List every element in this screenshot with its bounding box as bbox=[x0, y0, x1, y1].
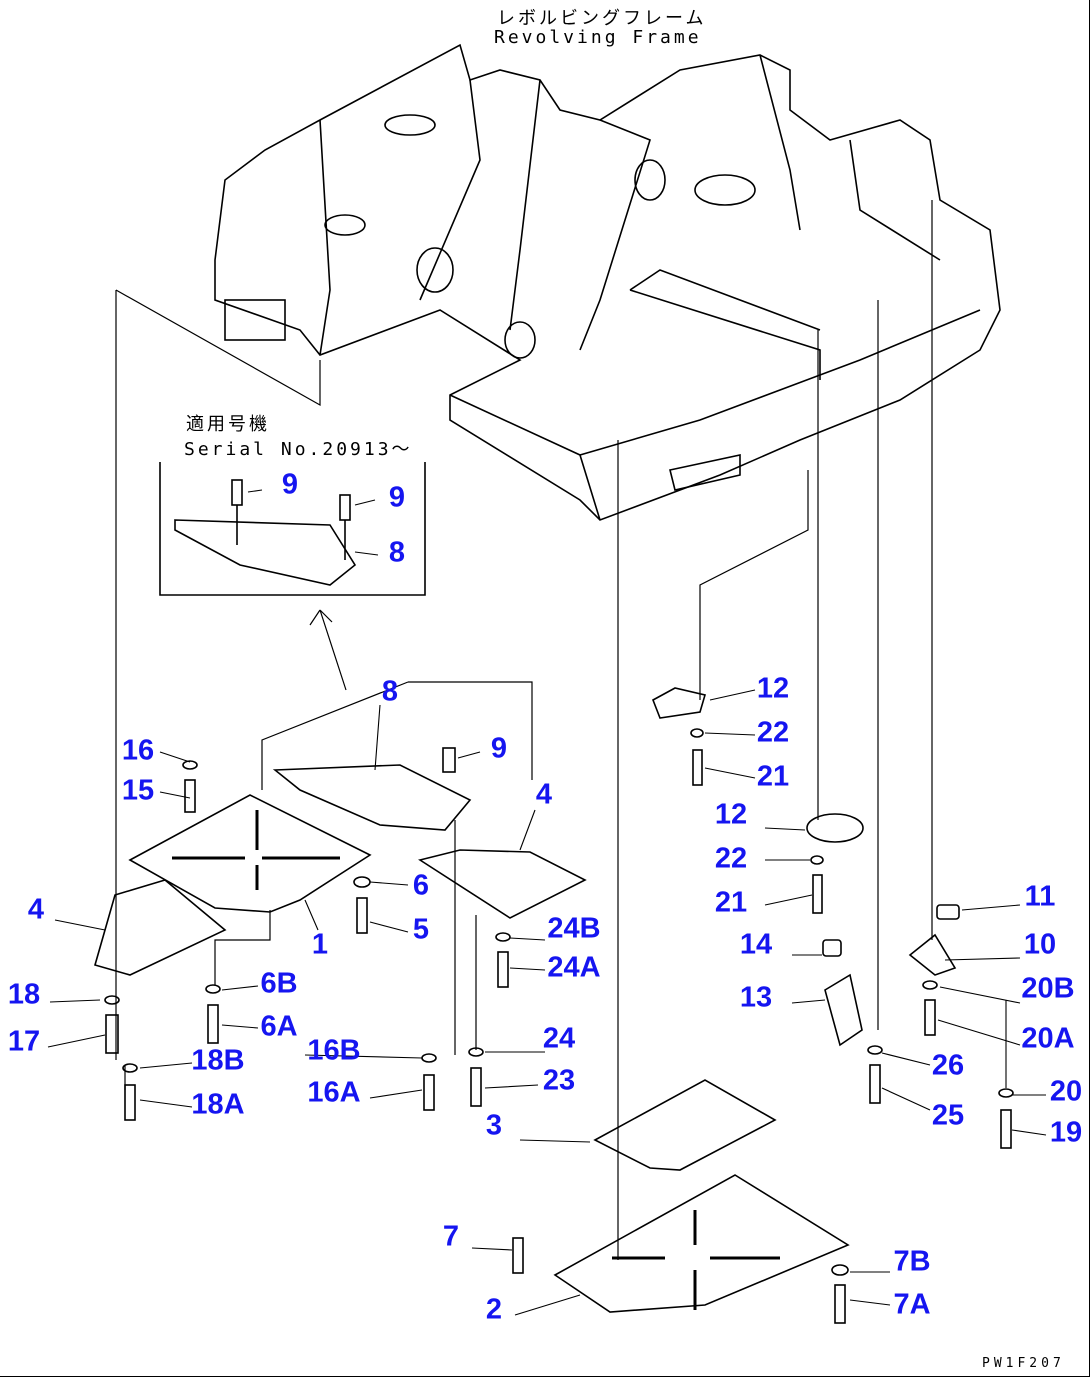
callout-label[interactable]: 5 bbox=[412, 913, 430, 946]
callout-label[interactable]: 24A bbox=[547, 951, 601, 984]
callout-label[interactable]: 16B bbox=[307, 1034, 361, 1067]
callout-label[interactable]: 7A bbox=[893, 1288, 931, 1321]
callout-label[interactable]: 22 bbox=[714, 842, 748, 875]
callout-label[interactable]: 6A bbox=[260, 1010, 298, 1043]
callout-label[interactable]: 3 bbox=[485, 1109, 503, 1142]
callout-label[interactable]: 14 bbox=[739, 928, 773, 961]
callout-label[interactable]: 15 bbox=[121, 774, 155, 807]
callout-label[interactable]: 2 bbox=[485, 1293, 503, 1326]
callout-label[interactable]: 1 bbox=[311, 928, 329, 961]
callout-label[interactable]: 4 bbox=[27, 893, 45, 926]
callout-label[interactable]: 6B bbox=[260, 967, 298, 1000]
callout-label[interactable]: 9 bbox=[281, 468, 299, 501]
callout-label[interactable]: 24 bbox=[542, 1022, 576, 1055]
revolving-frame bbox=[214, 43, 1001, 521]
callout-label[interactable]: 24B bbox=[547, 912, 601, 945]
callout-label[interactable]: 23 bbox=[542, 1064, 576, 1097]
leader-lines bbox=[115, 200, 933, 1260]
callout-label[interactable]: 20A bbox=[1021, 1022, 1075, 1055]
title-english: Revolving Frame bbox=[494, 27, 702, 48]
callout-label[interactable]: 6 bbox=[412, 869, 430, 902]
callout-label[interactable]: 16A bbox=[307, 1076, 361, 1109]
callout-label[interactable]: 12 bbox=[714, 798, 748, 831]
inset-label-japanese: 適用号機 bbox=[186, 414, 270, 435]
plates bbox=[94, 687, 960, 1313]
inset-box bbox=[159, 462, 426, 596]
title-japanese: レボルビングフレーム bbox=[497, 8, 707, 29]
callout-label[interactable]: 21 bbox=[756, 760, 790, 793]
figure-code: PW1F207 bbox=[982, 1356, 1065, 1371]
callout-leaders bbox=[47, 489, 1047, 1316]
callout-label[interactable]: 7 bbox=[442, 1220, 460, 1253]
callout-label[interactable]: 20B bbox=[1021, 972, 1075, 1005]
callout-label[interactable]: 9 bbox=[490, 732, 508, 765]
callout-label[interactable]: 21 bbox=[714, 886, 748, 919]
callout-label[interactable]: 22 bbox=[756, 716, 790, 749]
callout-label[interactable]: 19 bbox=[1049, 1116, 1083, 1149]
callout-label[interactable]: 17 bbox=[7, 1025, 41, 1058]
callout-label[interactable]: 12 bbox=[756, 672, 790, 705]
callout-label[interactable]: 8 bbox=[381, 675, 399, 708]
callout-label[interactable]: 8 bbox=[388, 536, 406, 569]
callout-label[interactable]: 18A bbox=[191, 1088, 245, 1121]
callout-label[interactable]: 25 bbox=[931, 1099, 965, 1132]
callout-label[interactable]: 9 bbox=[388, 481, 406, 514]
inset-label-serial: Serial No.20913～ bbox=[184, 439, 413, 460]
callout-label[interactable]: 16 bbox=[121, 734, 155, 767]
callout-label[interactable]: 10 bbox=[1023, 928, 1057, 961]
callout-label[interactable]: 26 bbox=[931, 1049, 965, 1082]
callout-label[interactable]: 18 bbox=[7, 978, 41, 1011]
callout-label[interactable]: 18B bbox=[191, 1044, 245, 1077]
callout-label[interactable]: 7B bbox=[893, 1245, 931, 1278]
callout-label[interactable]: 20 bbox=[1049, 1075, 1083, 1108]
callout-label[interactable]: 11 bbox=[1024, 880, 1056, 913]
callout-label[interactable]: 4 bbox=[535, 778, 553, 811]
callout-label[interactable]: 13 bbox=[739, 981, 773, 1014]
